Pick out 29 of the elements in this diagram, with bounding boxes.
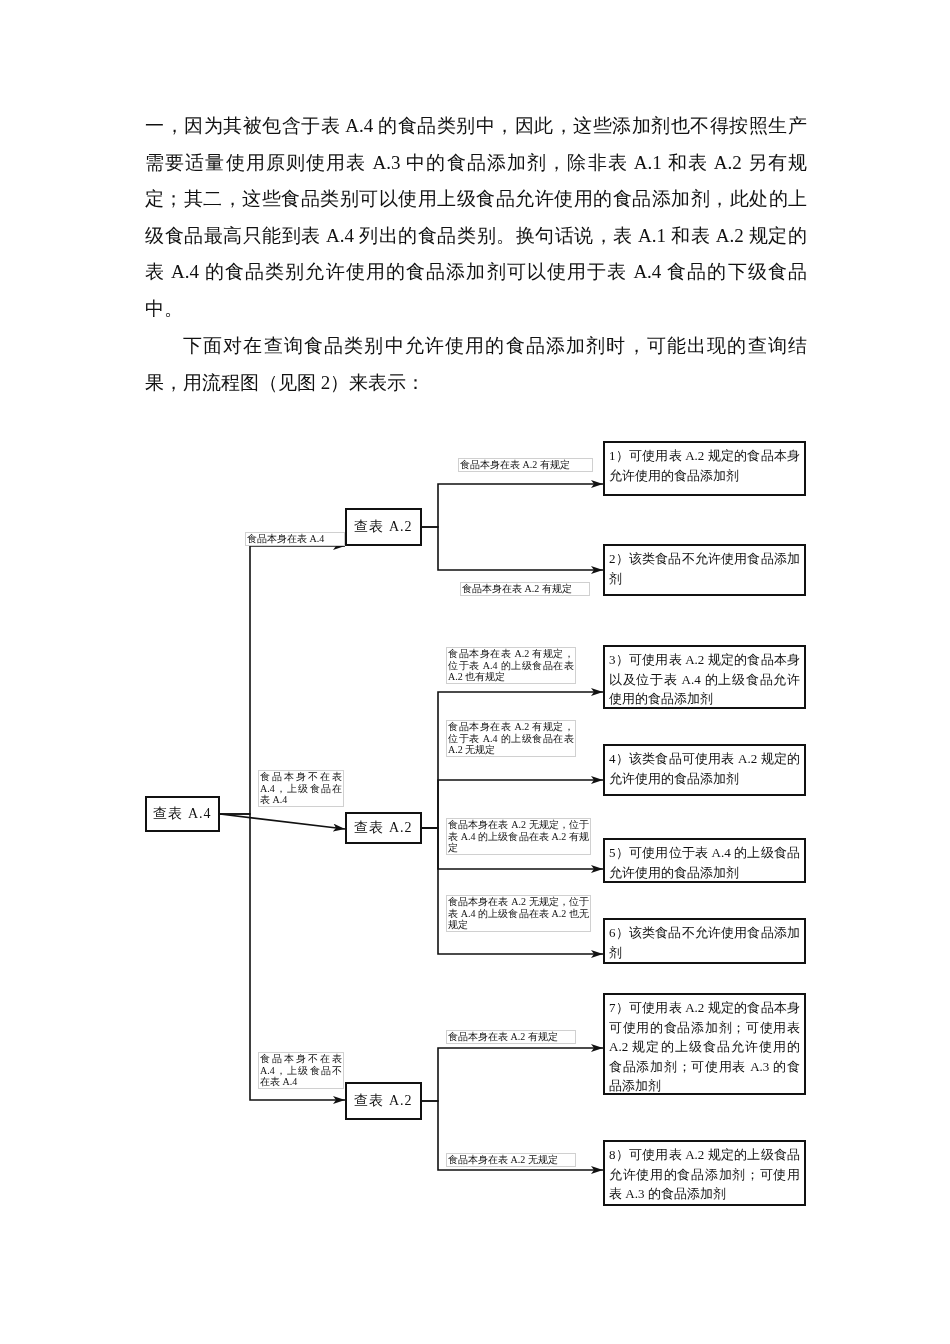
edge-label: 食品本身在表 A.2 无规定 bbox=[446, 1153, 576, 1167]
edge-label: 食品本身不在表 A.4，上级食品不在表 A.4 bbox=[258, 1052, 344, 1089]
result-box: 4）该类食品可使用表 A.2 规定的允许使用的食品添加剂 bbox=[603, 744, 806, 796]
result-box: 1）可使用表 A.2 规定的食品本身允许使用的食品添加剂 bbox=[603, 441, 806, 496]
edge-label: 食品本身在表 A.2 有规定，位于表 A.4 的上级食品在表 A.2 也有规定 bbox=[446, 647, 576, 684]
paragraph: 下面对在查询食品类别中允许使用的食品添加剂时，可能出现的查询结果，用流程图（见图 2）来表示： bbox=[145, 334, 807, 395]
result-box: 3）可使用表 A.2 规定的食品本身以及位于表 A.4 的上级食品允许使用的食品添加剂 bbox=[603, 645, 806, 709]
edge-label: 食品本身在表 A.2 有规定 bbox=[460, 582, 590, 596]
process-box: 查表 A.4 bbox=[145, 796, 220, 832]
edge-label: 食品本身在表 A.2 有规定，位于表 A.4 的上级食品在表 A.2 无规定 bbox=[446, 720, 576, 757]
result-box: 6）该类食品不允许使用食品添加剂 bbox=[603, 918, 806, 964]
arrow bbox=[421, 1100, 604, 1174]
result-box: 8）可使用表 A.2 规定的上级食品允许使用的食品添加剂；可使用表 A.3 的食品添加剂 bbox=[603, 1140, 806, 1206]
result-box: 2）该类食品不允许使用食品添加剂 bbox=[603, 544, 806, 596]
process-box: 查表 A.2 bbox=[345, 1082, 422, 1120]
process-box: 查表 A.2 bbox=[345, 508, 422, 546]
result-box: 7）可使用表 A.2 规定的食品本身可使用的食品添加剂；可使用表 A.2 规定的上级食品允许使用的食品添加剂；可使用表 A.3 的食品添加剂 bbox=[603, 993, 806, 1095]
edge-label: 食品本身在表 A.4 bbox=[245, 532, 345, 546]
edge-label: 食品本身在表 A.2 有规定 bbox=[458, 458, 593, 472]
edge-label: 食品本身在表 A.2 无规定，位于表 A.4 的上级食品在表 A.2 有规定 bbox=[446, 818, 591, 855]
arrow bbox=[421, 526, 604, 574]
edge-label: 食品本身在表 A.2 有规定 bbox=[446, 1030, 576, 1044]
paragraph: 一，因为其被包含于表 A.4 的食品类别中，因此，这些添加剂也不得按照生产需要适量使用原则使用表 A.3 中的食品添加剂，除非表 A.1 和表 A.2 另有规定；其二，这些食品类别可以使用上级食品允许使用的食品添加剂，此处的上级食品最高只能到表 A.4 列出的食品类别。换句话说，表 A.1 和表 A.2 规定的表 A.4 的食品类别允许使用的食品添加剂可以使用于表 A.4 食品的下级食品中。 bbox=[145, 114, 807, 321]
edge-label: 食品本身不在表 A.4，上级食品在表 A.4 bbox=[258, 770, 344, 807]
arrow bbox=[421, 827, 604, 958]
edge-label: 食品本身在表 A.2 无规定，位于表 A.4 的上级食品在表 A.2 也无规定 bbox=[446, 895, 591, 932]
arrow bbox=[219, 813, 346, 1104]
process-box: 查表 A.2 bbox=[345, 812, 422, 844]
result-box: 5）可使用位于表 A.4 的上级食品允许使用的食品添加剂 bbox=[603, 838, 806, 883]
